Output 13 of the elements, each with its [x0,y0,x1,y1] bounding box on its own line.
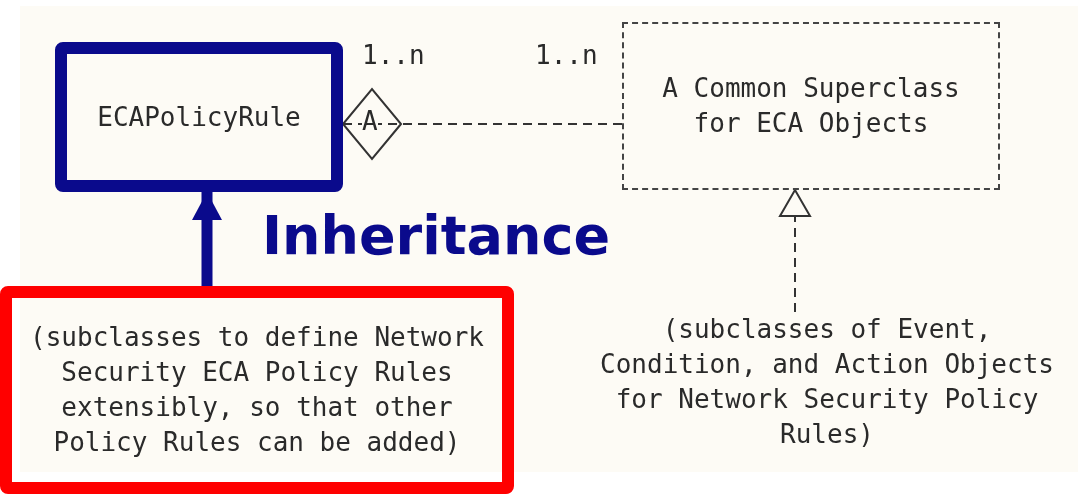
inheritance-arrow [192,192,222,286]
multiplicity-label: 1..n [362,40,425,70]
node-text: ECAPolicyRule [97,100,301,134]
multiplicity-label: 1..n [535,40,598,70]
note-box [0,286,514,494]
class-box [55,42,343,192]
node-text: (subclasses to define Network Security ECA Policy Rules extensibly, so that other Policy Rules can be added) [29,321,485,459]
inheritance-connector [779,189,811,313]
edge-label: Inheritance [262,204,611,269]
aggregation-connector [342,88,623,160]
node-text: A Common Superclass for ECA Objects [661,72,961,140]
class-box [622,22,1000,190]
note-text: (subclasses of Event, Condition, and Action Objects for Network Security Policy Rules) [578,312,1076,452]
